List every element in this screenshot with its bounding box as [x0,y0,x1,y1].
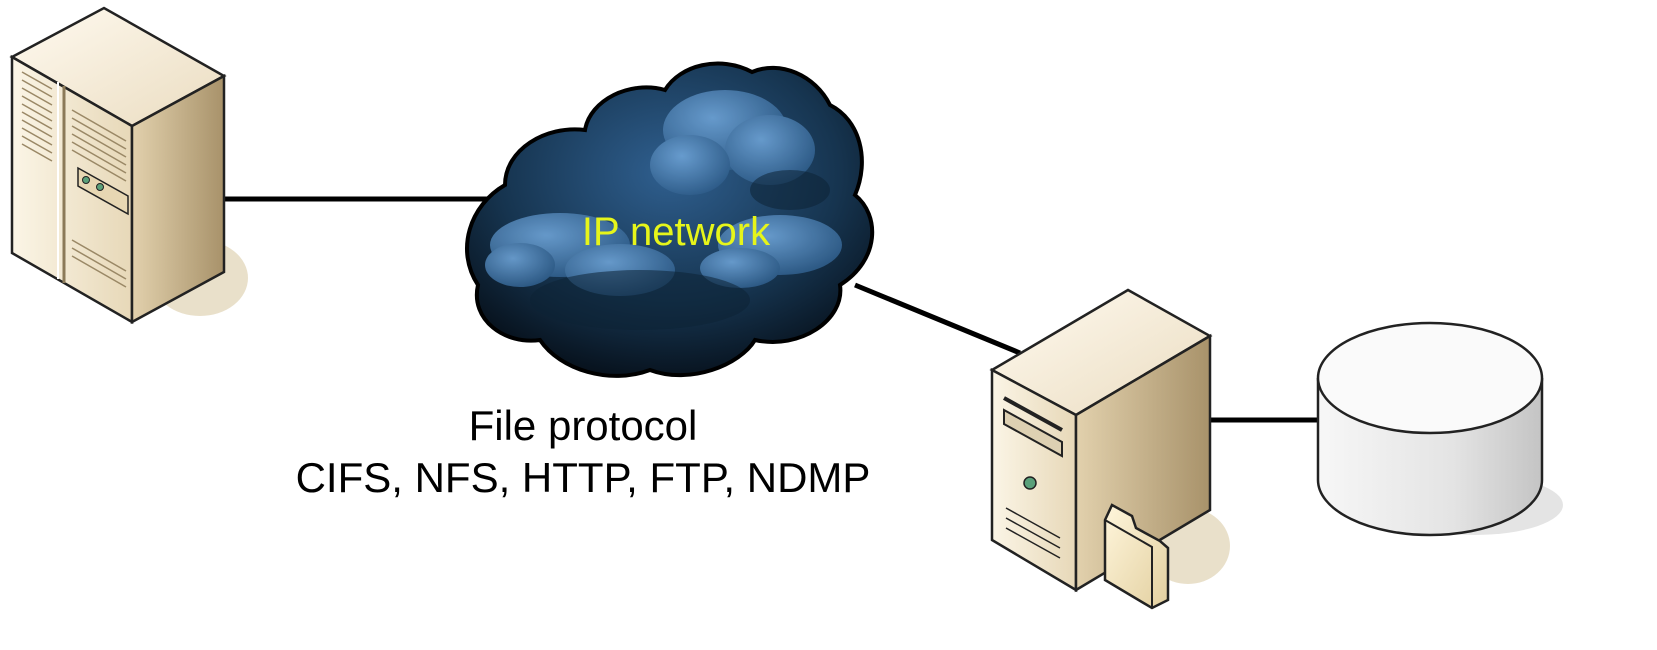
disk-storage-icon [1316,321,1563,537]
folder-icon [1103,503,1170,610]
ip-network-cloud-icon [465,61,875,378]
application-server-icon [9,6,248,325]
nas-file-server-icon [989,288,1230,610]
protocol-list: CIFS, NFS, HTTP, FTP, NDMP [296,454,871,501]
cloud-label: IP network [582,210,771,254]
protocol-title: File protocol [469,402,698,449]
link-cloud-to-nas [854,282,1021,356]
